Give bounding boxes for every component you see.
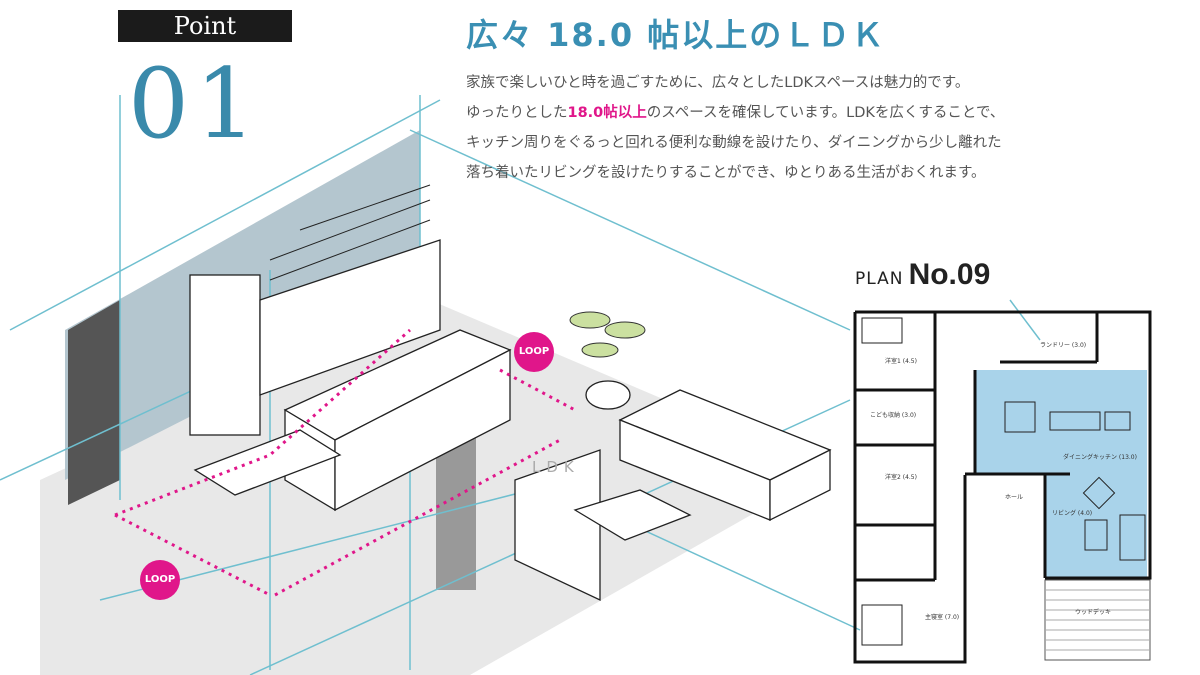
loop-badge: LOOP <box>140 560 180 600</box>
room-label: ウッドデッキ <box>1075 609 1112 616</box>
loop-badge: LOOP <box>514 332 554 372</box>
point-number: 01 <box>128 48 263 160</box>
text: ゆったりとした <box>466 105 568 121</box>
room-label: こども収納 (3.0) <box>870 412 917 419</box>
room-label: 洋室1 (4.5) <box>885 358 917 365</box>
page-title: 広々 18.0 帖以上のＬＤＫ <box>466 16 886 54</box>
plan-number: No.09 <box>908 258 991 291</box>
plan-prefix: PLAN <box>855 269 904 289</box>
furniture <box>189 239 832 602</box>
room-label: ホール <box>1005 494 1024 501</box>
description: 家族で楽しいひと時を過ごすために、広々としたLDKスペースは魅力的です。 ゆった… <box>466 68 1186 188</box>
room-label: 洋室2 (4.5) <box>885 474 917 481</box>
door-dark <box>68 300 120 505</box>
plan-title: PLAN No.09 <box>855 258 990 292</box>
room-label: リビング (4.0) <box>1052 510 1093 517</box>
ldk-label: LDK <box>532 458 580 476</box>
description-line: 家族で楽しいひと時を過ごすために、広々としたLDKスペースは魅力的です。 <box>466 75 970 91</box>
point-label: Point <box>118 10 292 42</box>
description-line: キッチン周りをぐるっと回れる便利な動線を設けたり、ダイニングから少し離れた <box>466 135 1002 151</box>
description-line: ゆったりとした18.0帖以上のスペースを確保しています。LDKを広くすることで、 <box>466 98 1186 128</box>
description-line: 落ち着いたリビングを設けたりすることができ、ゆとりある生活がおくれます。 <box>466 165 986 181</box>
room-label: 主寝室 (7.0) <box>925 614 960 621</box>
loop-path <box>114 328 576 597</box>
room-label: ダイニングキッチン (13.0) <box>1063 454 1137 461</box>
room-label: ランドリー (3.0) <box>1040 342 1087 349</box>
text: のスペースを確保しています。LDKを広くすることで、 <box>646 105 1005 121</box>
plant <box>569 311 646 358</box>
highlight-text: 18.0帖以上 <box>567 105 647 121</box>
